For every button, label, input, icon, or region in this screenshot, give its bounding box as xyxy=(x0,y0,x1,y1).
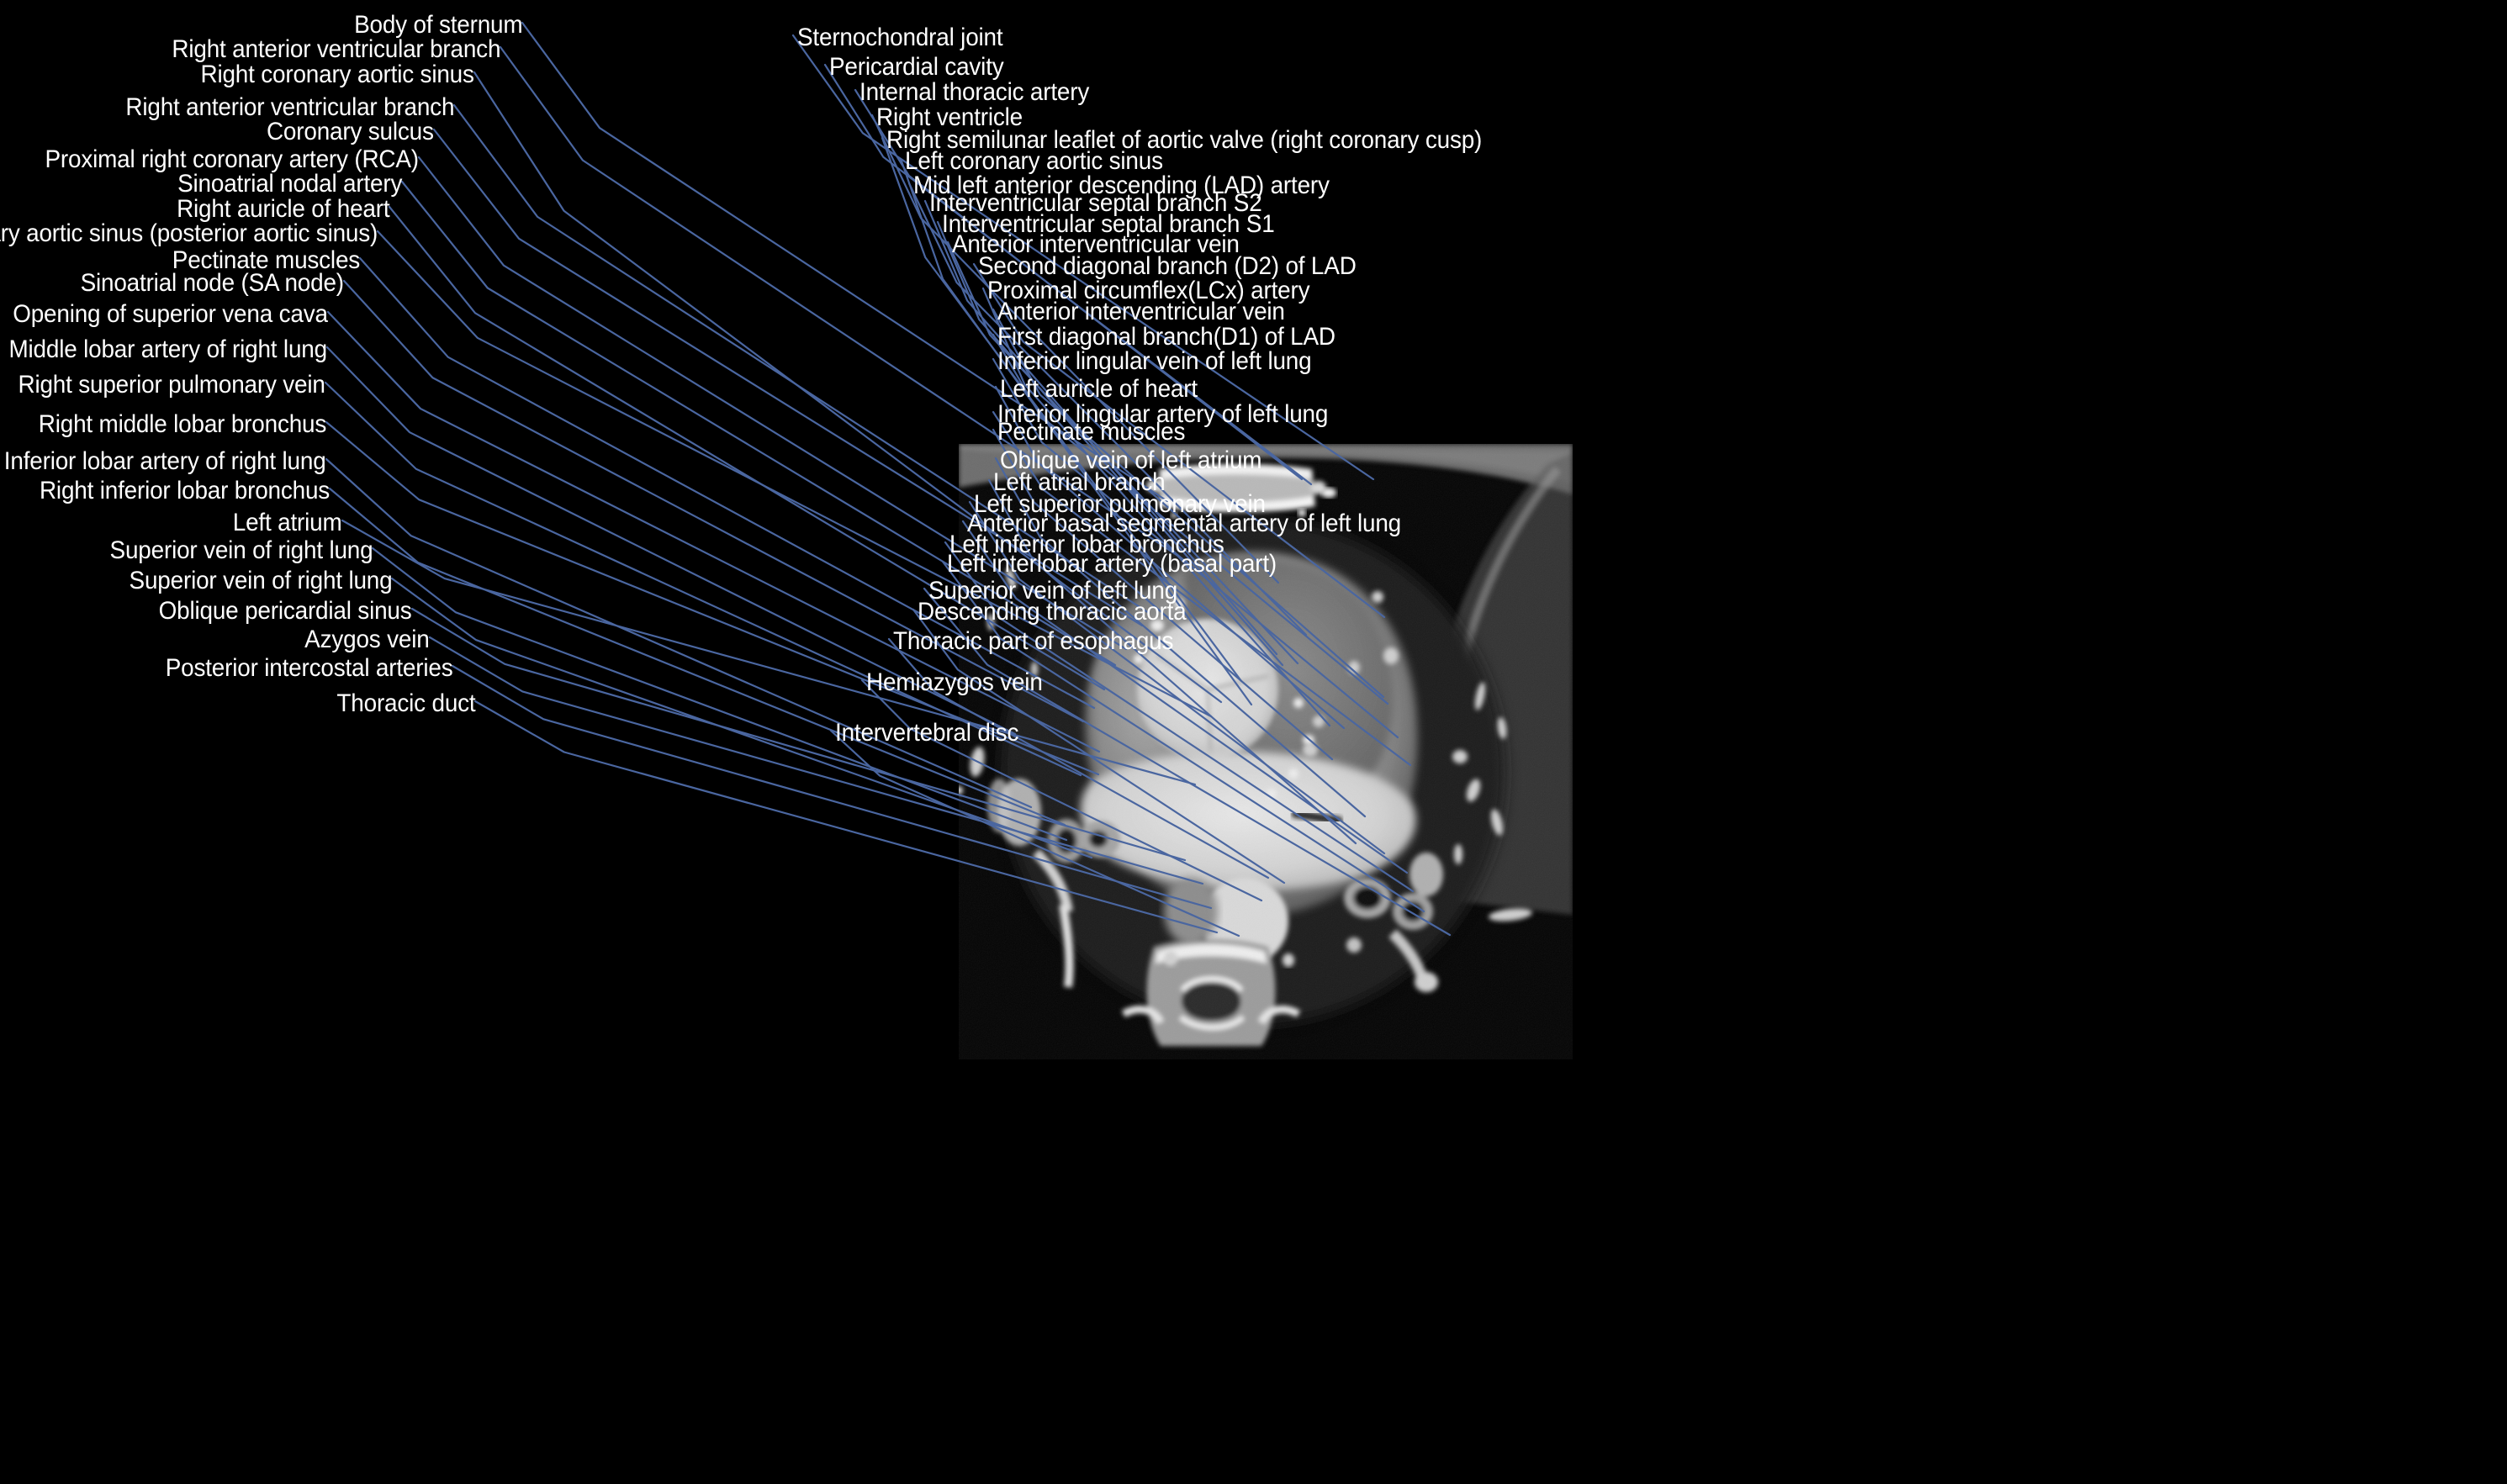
label-thoracic-duct: Thoracic duct xyxy=(336,689,475,717)
label-first-diagonal-branch-d1-of-lad: First diagonal branch(D1) of LAD xyxy=(997,323,1335,351)
label-right-anterior-ventricular-branch: Right anterior ventricular branch xyxy=(172,35,500,63)
label-right-inferior-lobar-bronchus: Right inferior lobar bronchus xyxy=(39,477,330,504)
label-inferior-lingular-vein-of-left-lung: Inferior lingular vein of left lung xyxy=(997,347,1312,375)
label-anterior-interventricular-vein: Anterior interventricular vein xyxy=(997,298,1285,325)
label-second-diagonal-branch-d2-of-lad: Second diagonal branch (D2) of LAD xyxy=(978,252,1357,280)
label-left-superior-pulmonary-vein: Left superior pulmonary vein xyxy=(974,490,1266,518)
label-noncoronary-aortic-sinus-posterior-aortic-sinus: Noncoronary aortic sinus (posterior aort… xyxy=(0,219,378,247)
label-left-inferior-lobar-bronchus: Left inferior lobar bronchus xyxy=(949,531,1224,558)
label-superior-vein-of-left-lung: Superior vein of left lung xyxy=(928,577,1178,605)
label-left-coronary-aortic-sinus: Left coronary aortic sinus xyxy=(905,147,1163,175)
label-left-atrial-branch: Left atrial branch xyxy=(993,468,1166,496)
label-descending-thoracic-aorta: Descending thoracic aorta xyxy=(918,598,1187,626)
label-sinoatrial-node-sa-node: Sinoatrial node (SA node) xyxy=(80,269,345,297)
label-right-semilunar-leaflet-of-aortic-valve-right-coronary-cusp: Right semilunar leaflet of aortic valve … xyxy=(886,126,1483,154)
label-inferior-lobar-artery-of-right-lung: Inferior lobar artery of right lung xyxy=(4,447,326,475)
label-right-ventricle: Right ventricle xyxy=(876,103,1023,131)
label-coronary-sulcus: Coronary sulcus xyxy=(267,118,434,145)
label-left-auricle-of-heart: Left auricle of heart xyxy=(1000,375,1198,403)
label-anterior-basal-segmental-artery-of-left-lung: Anterior basal segmental artery of left … xyxy=(967,510,1401,537)
label-right-anterior-ventricular-branch: Right anterior ventricular branch xyxy=(125,93,454,121)
label-oblique-vein-of-left-atrium: Oblique vein of left atrium xyxy=(1000,446,1262,474)
label-pectinate-muscles: Pectinate muscles xyxy=(172,246,360,274)
label-superior-vein-of-right-lung: Superior vein of right lung xyxy=(109,536,373,564)
label-hemiazygos-vein: Hemiazygos vein xyxy=(866,668,1043,696)
label-sternochondral-joint: Sternochondral joint xyxy=(797,24,1003,51)
label-posterior-intercostal-arteries: Posterior intercostal arteries xyxy=(165,654,452,682)
label-left-interlobar-artery-basal-part: Left interlobar artery (basal part) xyxy=(947,550,1277,578)
label-interventricular-septal-branch-s1: Interventricular septal branch S1 xyxy=(942,210,1275,238)
label-superior-vein-of-right-lung: Superior vein of right lung xyxy=(129,567,392,594)
label-opening-of-superior-vena-cava: Opening of superior vena cava xyxy=(13,300,328,328)
label-body-of-sternum: Body of sternum xyxy=(353,11,523,39)
label-right-middle-lobar-bronchus: Right middle lobar bronchus xyxy=(38,410,327,438)
label-sinoatrial-nodal-artery: Sinoatrial nodal artery xyxy=(177,170,402,198)
label-internal-thoracic-artery: Internal thoracic artery xyxy=(859,78,1090,106)
label-right-superior-pulmonary-vein: Right superior pulmonary vein xyxy=(18,371,325,399)
label-middle-lobar-artery-of-right-lung: Middle lobar artery of right lung xyxy=(8,335,328,363)
label-interventricular-septal-branch-s2: Interventricular septal branch S2 xyxy=(929,189,1262,217)
label-proximal-right-coronary-artery-rca: Proximal right coronary artery (RCA) xyxy=(45,145,420,173)
label-pericardial-cavity: Pericardial cavity xyxy=(829,53,1004,81)
label-azygos-vein: Azygos vein xyxy=(304,626,431,653)
label-left-atrium: Left atrium xyxy=(233,509,342,536)
label-right-coronary-aortic-sinus: Right coronary aortic sinus xyxy=(200,61,474,88)
label-right-auricle-of-heart: Right auricle of heart xyxy=(176,195,390,223)
label-intervertebral-disc: Intervertebral disc xyxy=(835,719,1019,747)
label-oblique-pericardial-sinus: Oblique pericardial sinus xyxy=(159,597,412,625)
label-anterior-interventricular-vein: Anterior interventricular vein xyxy=(952,230,1240,258)
label-mid-left-anterior-descending-lad-artery: Mid left anterior descending (LAD) arter… xyxy=(913,172,1330,199)
label-inferior-lingular-artery-of-left-lung: Inferior lingular artery of left lung xyxy=(997,400,1329,428)
label-thoracic-part-of-esophagus: Thoracic part of esophagus xyxy=(893,627,1174,655)
label-pectinate-muscles: Pectinate muscles xyxy=(997,418,1186,446)
label-proximal-circumflex-lcx-artery: Proximal circumflex(LCx) artery xyxy=(987,277,1310,304)
